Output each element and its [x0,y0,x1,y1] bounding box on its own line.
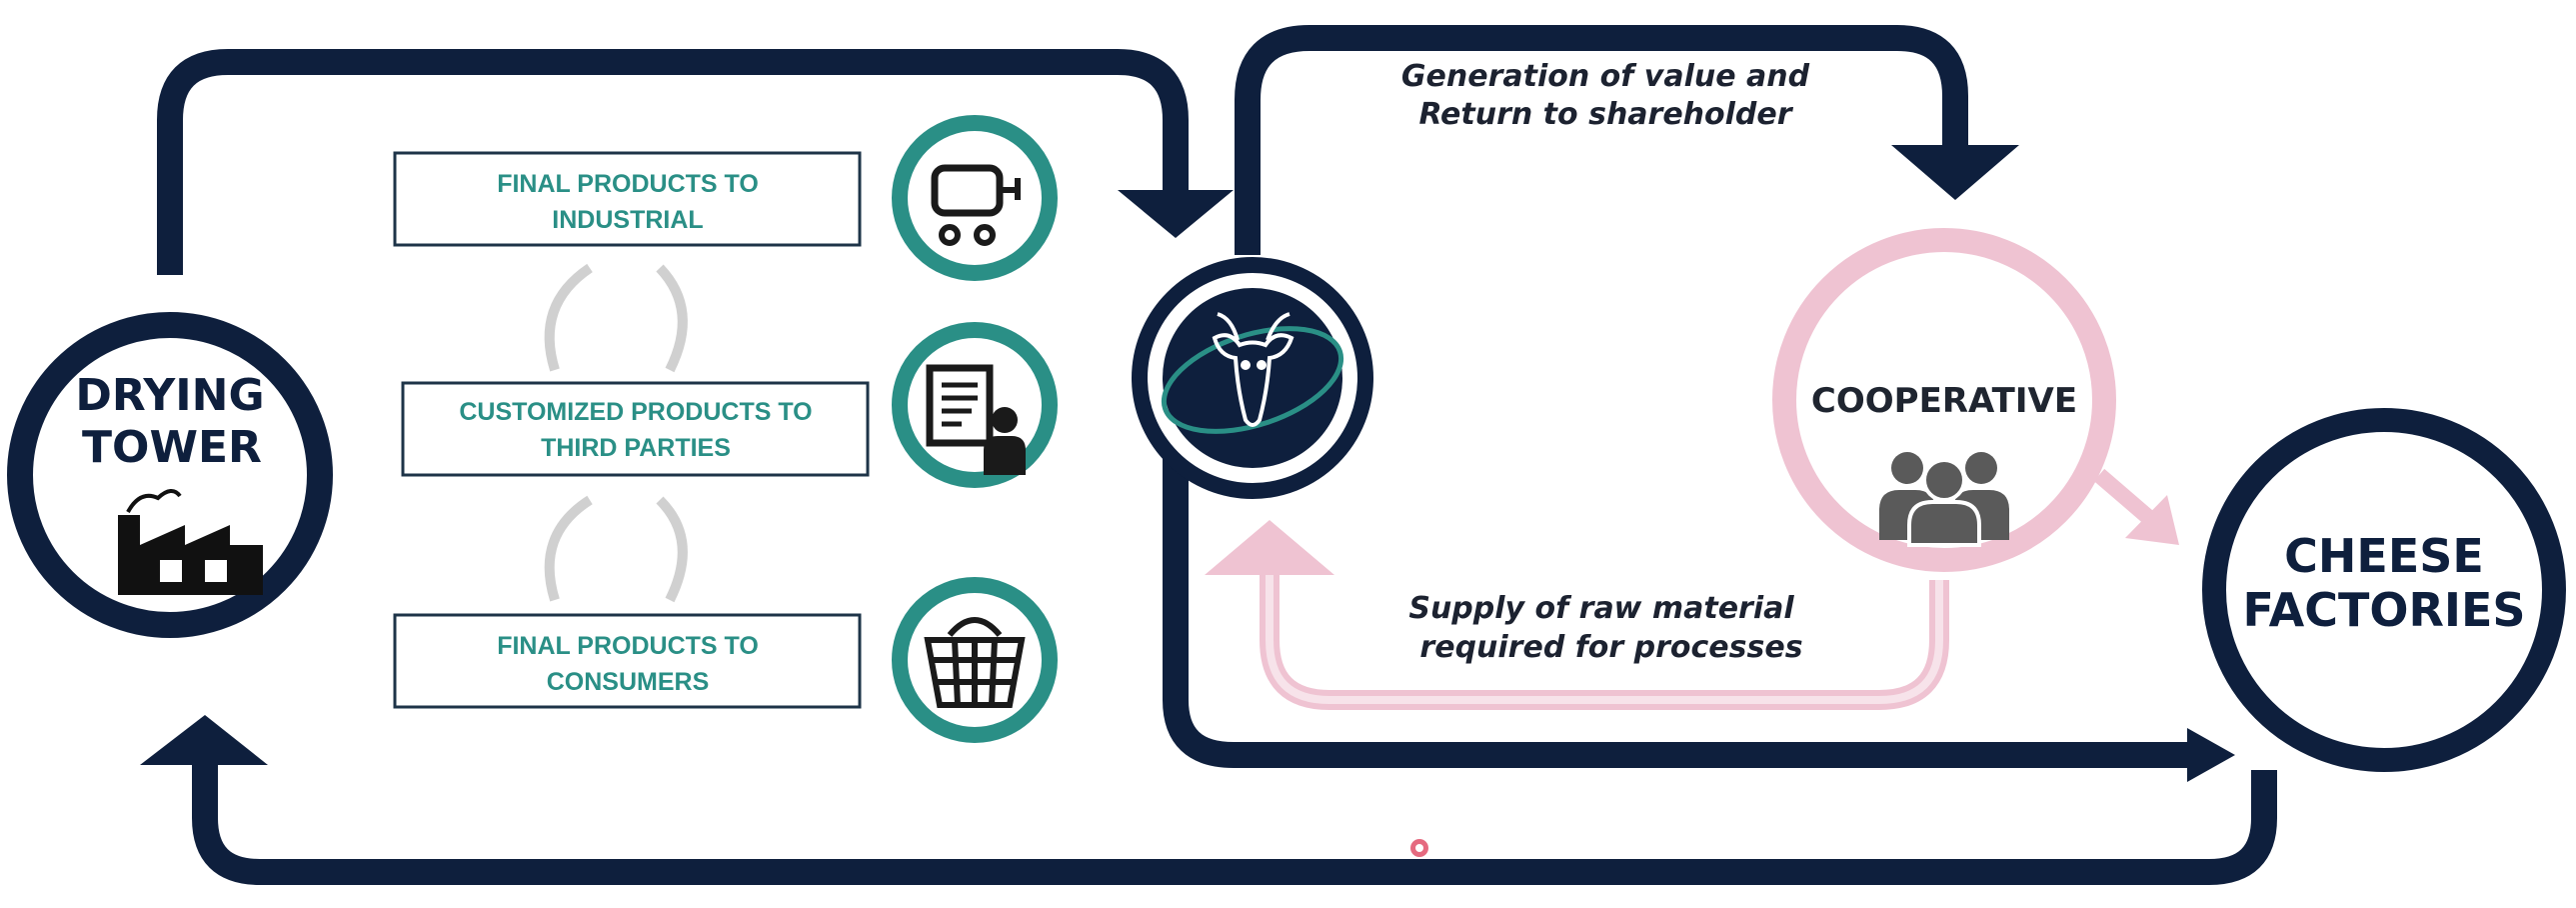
document-person-icon [926,364,1026,475]
cheese-factories-label-line2: FACTORIES [2242,583,2525,637]
cheese-factories-circle [2202,408,2566,772]
product-icon-circle-third-parties [892,322,1058,488]
arrowhead-coop-to-cheese [2125,495,2179,545]
cooperative-label: COOPERATIVE [1811,381,2077,421]
flow-center-to-cooperative [1235,25,1968,255]
flow-coop-to-cheese [2093,468,2155,525]
arrowhead-down-cooperative [1891,145,2019,200]
drying-tower-label-line1: DRYING [75,370,264,421]
product-box-consumers-line2: CONSUMERS [547,668,710,696]
center-logo-disc [1163,288,1342,468]
flow-supply-label-line1: Supply of raw material [1408,591,1794,626]
cow-head-icon [1212,312,1294,427]
flow-drying-to-center [157,49,1189,275]
flow-center-to-cheese [1163,455,2189,768]
product-box-consumers [393,613,862,709]
product-box-industrial-line1: FINAL PRODUCTS TO [497,170,759,198]
flow-cheese-to-drying [192,760,2277,885]
flow-supply-pink-inner [1266,570,1943,704]
cheese-factories-label-line1: CHEESE [2284,529,2484,583]
flow-value-label-line1: Generation of value and [1401,59,1810,94]
arrowhead-down-center [1118,190,1234,238]
product-icon-circle-industrial [892,115,1058,281]
drying-tower-label-line2: TOWER [82,422,262,473]
product-box-consumers-line1: FINAL PRODUCTS TO [497,632,759,660]
product-box-third-parties-line2: THIRD PARTIES [541,434,731,462]
product-box-industrial [393,151,862,247]
product-box-third-parties [401,381,870,477]
product-box-industrial-line2: INDUSTRIAL [552,206,703,234]
cart-trolley-icon [931,164,1021,246]
flow-supply-label-line2: required for processes [1419,630,1802,665]
arrowhead-right-cheese [2187,728,2235,782]
arrowhead-up-supply [1205,520,1334,575]
pointer-dot-center [1415,844,1423,852]
shopping-basket-icon [924,617,1026,708]
swirl-connector-1 [544,263,688,373]
factory-icon [118,489,263,595]
people-group-icon [1879,452,2009,547]
flow-value-label-line2: Return to shareholder [1418,97,1793,132]
swirl-connector-2 [544,495,688,603]
cooperative-circle [1772,228,2116,572]
arrowhead-up-drying [140,715,268,765]
product-box-third-parties-line1: CUSTOMIZED PRODUCTS TO [459,398,812,426]
